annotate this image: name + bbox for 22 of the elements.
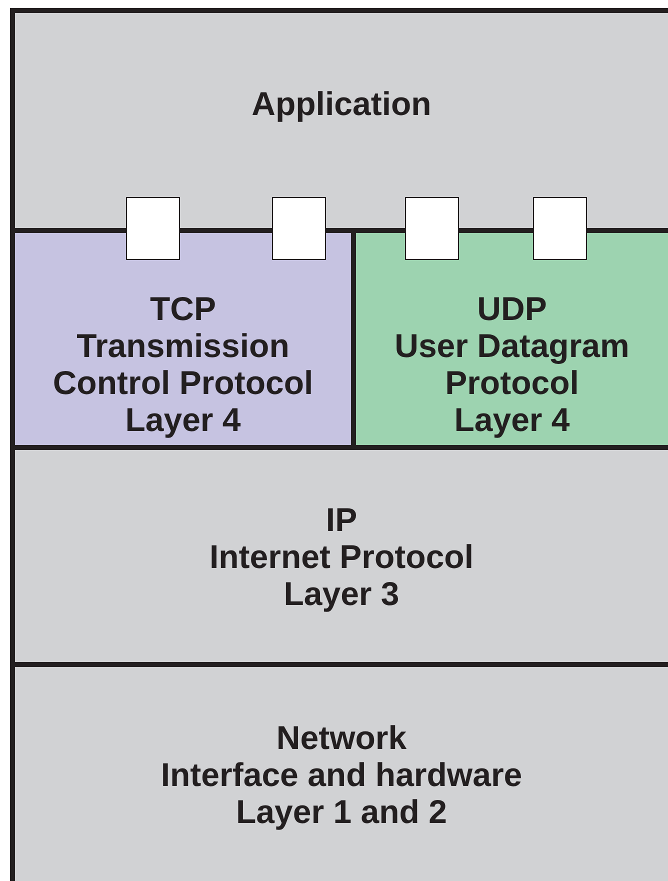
layer-description: Interface and hardware bbox=[160, 756, 522, 792]
layer-number: Layer 1 and 2 bbox=[236, 792, 447, 830]
layer-title: UDP bbox=[477, 290, 547, 327]
layer-description: Internet Protocol bbox=[209, 538, 474, 574]
layer-title: TCP bbox=[150, 290, 216, 327]
network-layer bbox=[10, 662, 668, 881]
port-box bbox=[272, 197, 326, 260]
layer-description: User Datagram Protocol bbox=[394, 327, 630, 401]
layer-title: IP bbox=[326, 500, 358, 538]
layer-description: Transmission Control Protocol bbox=[52, 327, 314, 401]
udp-layer bbox=[351, 228, 668, 445]
layer-number: Layer 4 bbox=[454, 401, 570, 438]
port-box bbox=[405, 197, 459, 260]
port-box bbox=[533, 197, 587, 260]
ip-layer bbox=[10, 445, 668, 662]
layer-number: Layer 4 bbox=[125, 401, 241, 438]
layer-title: Application bbox=[252, 85, 432, 122]
port-box bbox=[126, 197, 180, 260]
application-layer bbox=[10, 8, 668, 228]
tcp-layer bbox=[10, 228, 351, 445]
layer-title: Network bbox=[276, 718, 407, 756]
layer-number: Layer 3 bbox=[284, 574, 400, 612]
